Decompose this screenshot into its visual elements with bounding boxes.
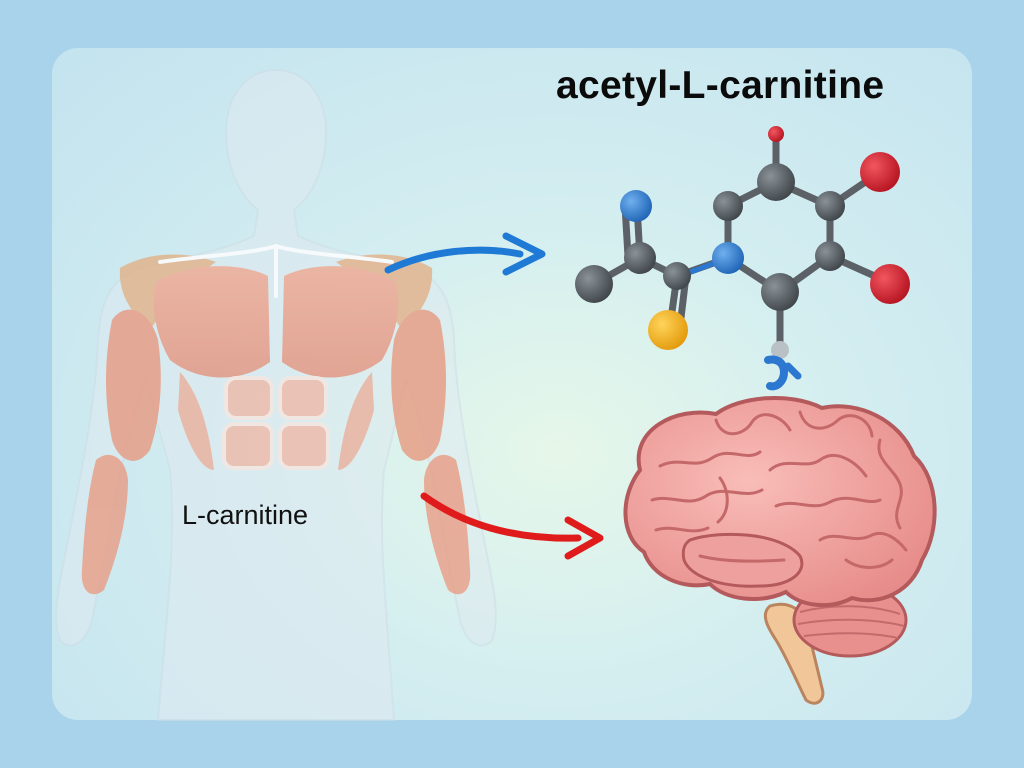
molecule-icon xyxy=(575,126,910,391)
arrow-to-molecule-icon xyxy=(384,232,546,276)
arrow-to-brain-icon xyxy=(420,492,604,560)
brain-icon xyxy=(623,396,937,705)
molecule-title: acetyl-L-carnitine xyxy=(556,64,885,107)
body-compound-label: L-carnitine xyxy=(182,500,309,530)
muscle-group xyxy=(81,243,471,595)
